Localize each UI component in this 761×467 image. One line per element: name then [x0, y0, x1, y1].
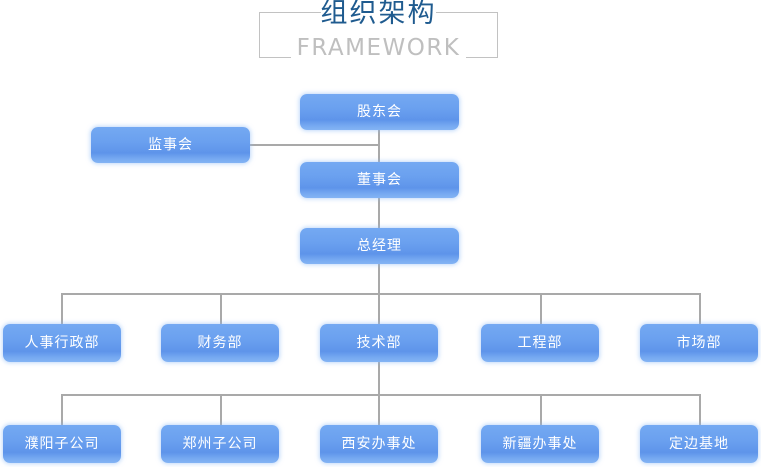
- chart-title-block: 组织架构 FRAMEWORK: [259, 0, 498, 67]
- org-node-marketing[interactable]: 市场部: [640, 324, 758, 362]
- org-node-xian[interactable]: 西安办事处: [320, 425, 438, 463]
- org-node-finance-label: 财务部: [197, 335, 243, 351]
- title-frame-top-left-rule: [259, 12, 321, 13]
- connector-drop-xinjiang: [540, 394, 542, 425]
- org-node-engineering-label: 工程部: [517, 335, 563, 351]
- org-node-dingbian-label: 定边基地: [669, 436, 729, 452]
- connector-drop-marketing: [699, 293, 701, 324]
- connector-board-to-gm: [378, 198, 380, 228]
- org-node-puyang[interactable]: 濮阳子公司: [3, 425, 121, 463]
- title-frame-bottom-right-rule: [466, 57, 498, 58]
- org-node-zhengzhou[interactable]: 郑州子公司: [161, 425, 279, 463]
- connector-drop-hr-admin: [61, 293, 63, 324]
- connector-drop-engineering: [540, 293, 542, 324]
- org-node-board-label: 董事会: [357, 172, 402, 188]
- connector-drop-zhengzhou: [220, 394, 222, 425]
- connector-drop-technology: [378, 293, 380, 324]
- org-node-shareholders-label: 股东会: [357, 104, 402, 120]
- org-node-marketing-label: 市场部: [676, 335, 722, 351]
- org-node-finance[interactable]: 财务部: [161, 324, 279, 362]
- page-subtitle-en: FRAMEWORK: [296, 35, 461, 61]
- org-node-hr-admin[interactable]: 人事行政部: [3, 324, 121, 362]
- connector-drop-dingbian: [699, 394, 701, 425]
- connector-drop-finance: [220, 293, 222, 324]
- page-title-cn: 组织架构: [320, 0, 437, 29]
- title-frame-right-edge: [497, 12, 498, 58]
- org-node-zhengzhou-label: 郑州子公司: [182, 436, 258, 452]
- connector-gm-drop: [378, 263, 380, 294]
- org-node-supervisors[interactable]: 监事会: [91, 127, 250, 163]
- org-node-shareholders[interactable]: 股东会: [300, 94, 459, 130]
- title-frame-top-right-rule: [436, 12, 498, 13]
- org-node-general-manager[interactable]: 总经理: [300, 228, 459, 264]
- connector-drop-puyang: [61, 394, 63, 425]
- org-node-general-manager-label: 总经理: [357, 238, 402, 254]
- connector-shareholders-to-board: [378, 130, 380, 162]
- title-frame-left-edge: [259, 12, 260, 58]
- org-node-xinjiang[interactable]: 新疆办事处: [481, 425, 599, 463]
- connector-supervisors-to-trunk: [250, 144, 380, 146]
- title-frame-bottom-left-rule: [259, 57, 291, 58]
- org-node-engineering[interactable]: 工程部: [481, 324, 599, 362]
- org-node-puyang-label: 濮阳子公司: [24, 436, 100, 452]
- org-node-technology[interactable]: 技术部: [320, 324, 438, 362]
- connector-drop-xian: [378, 394, 380, 425]
- connector-technology-drop: [378, 362, 380, 395]
- connector-department-bus: [61, 293, 700, 295]
- org-node-board[interactable]: 董事会: [300, 162, 459, 198]
- connector-subsidiary-bus: [61, 394, 700, 396]
- org-node-xian-label: 西安办事处: [341, 436, 417, 452]
- org-node-xinjiang-label: 新疆办事处: [502, 436, 578, 452]
- org-node-dingbian[interactable]: 定边基地: [640, 425, 758, 463]
- org-node-supervisors-label: 监事会: [148, 137, 193, 153]
- org-node-technology-label: 技术部: [356, 335, 402, 351]
- org-node-hr-admin-label: 人事行政部: [24, 335, 100, 351]
